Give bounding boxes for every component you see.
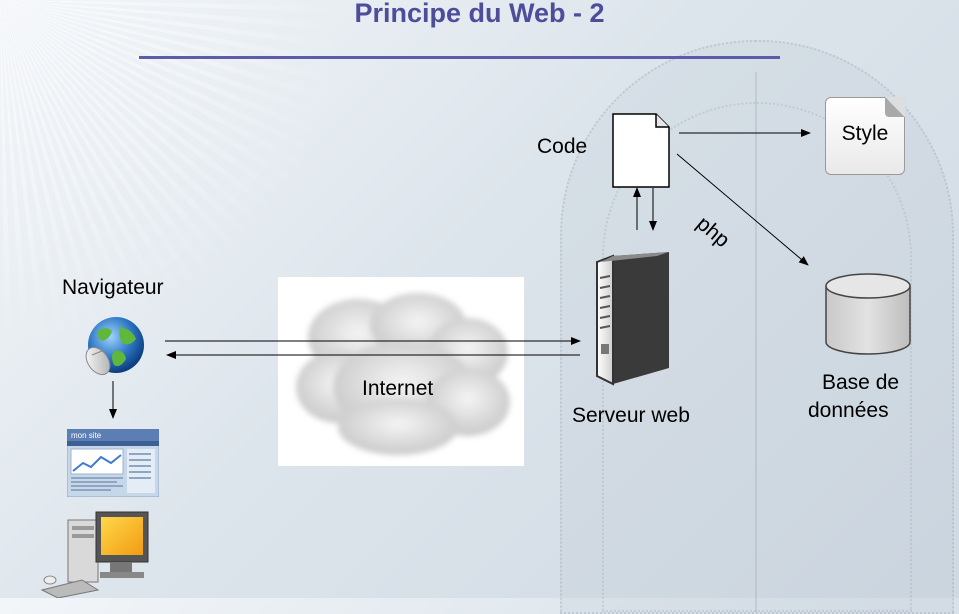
title-rule	[139, 56, 780, 59]
database-label-line1: Base de	[822, 371, 900, 394]
internet-label: Internet	[362, 377, 434, 400]
navigateur-label: Navigateur	[62, 276, 164, 299]
code-label: Code	[537, 135, 588, 158]
server-icon	[596, 252, 669, 386]
style-label: Style	[841, 122, 889, 145]
page-fold	[885, 97, 905, 117]
slide-title: Principe du Web - 2	[354, 0, 605, 28]
computer-icon	[40, 511, 149, 598]
connection-arrows	[109, 129, 811, 419]
style-sheet-icon: Style	[825, 97, 905, 175]
database-icon	[825, 273, 911, 355]
globe-mouse-icon	[85, 317, 144, 376]
document-icon	[612, 113, 670, 188]
internet-cloud-panel	[278, 277, 524, 466]
website-icon: mon site	[67, 429, 159, 497]
svg-text:mon site: mon site	[71, 431, 102, 440]
arrow-code-to-database	[676, 153, 809, 266]
serveur-web-label: Serveur web	[572, 404, 690, 427]
database-label-line2: données	[808, 399, 889, 422]
